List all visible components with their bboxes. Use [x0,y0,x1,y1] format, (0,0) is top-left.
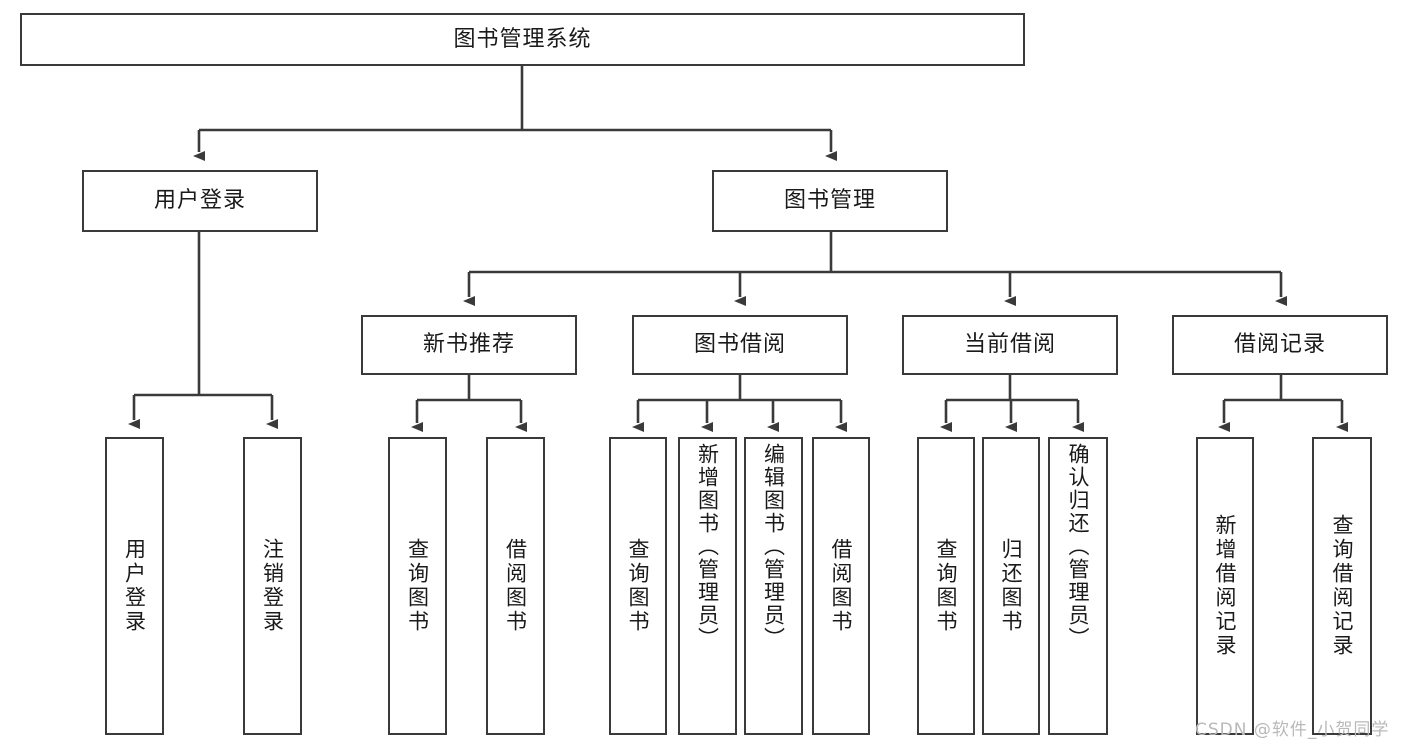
leaf-borrow-book[interactable]: 借阅图书 [812,437,870,735]
csdn-watermark: CSDN @软件_小贺同学 [1195,720,1390,740]
leaf-user-login[interactable]: 用户登录 [105,437,164,735]
leaf-query-book-current[interactable]: 查询图书 [917,437,975,735]
node-label: 查询借阅记录 [1330,514,1355,658]
leaf-borrow-book-recommend[interactable]: 借阅图书 [486,437,545,735]
node-label: 借阅记录 [1233,332,1326,358]
leaf-query-book-borrow[interactable]: 查询图书 [609,437,667,735]
node-label: 确认归还（管理员） [1066,443,1091,650]
node-label: 用户登录 [122,538,147,634]
node-label: 注销登录 [260,538,285,634]
node-current-borrow[interactable]: 当前借阅 [902,315,1118,375]
node-label: 用户登录 [153,188,246,214]
node-label: 编辑图书（管理员） [761,443,786,650]
node-new-book-recommend[interactable]: 新书推荐 [361,315,577,375]
node-label: 图书管理系统 [453,26,592,52]
node-label: 新增借阅记录 [1213,514,1238,658]
node-label: 借阅图书 [503,538,528,634]
leaf-return-book[interactable]: 归还图书 [982,437,1040,735]
node-label: 当前借阅 [963,332,1056,358]
node-label: 查询图书 [626,538,651,634]
leaf-query-book-recommend[interactable]: 查询图书 [388,437,447,735]
node-borrow-record[interactable]: 借阅记录 [1172,315,1388,375]
node-label: 查询图书 [934,538,959,634]
node-label: 图书借阅 [693,332,786,358]
leaf-query-borrow-record[interactable]: 查询借阅记录 [1312,437,1372,735]
node-label: 图书管理 [783,188,876,214]
node-label: 借阅图书 [829,538,854,634]
leaf-add-borrow-record[interactable]: 新增借阅记录 [1196,437,1254,735]
leaf-edit-book-admin[interactable]: 编辑图书（管理员） [744,437,803,735]
node-root-system[interactable]: 图书管理系统 [20,13,1025,66]
node-book-management[interactable]: 图书管理 [712,170,948,232]
leaf-add-book-admin[interactable]: 新增图书（管理员） [678,437,737,735]
node-user-login[interactable]: 用户登录 [82,170,318,232]
node-label: 归还图书 [999,538,1024,634]
leaf-confirm-return-admin[interactable]: 确认归还（管理员） [1048,437,1108,735]
node-label: 新增图书（管理员） [695,443,720,650]
node-label: 新书推荐 [422,332,515,358]
leaf-logout-login[interactable]: 注销登录 [243,437,302,735]
node-label: 查询图书 [405,538,430,634]
node-book-borrow[interactable]: 图书借阅 [632,315,848,375]
